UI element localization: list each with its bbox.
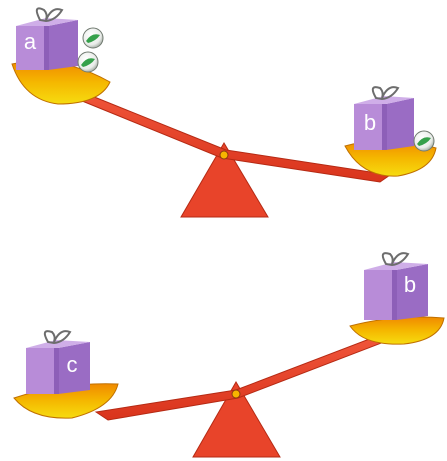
top-fulcrum [180,142,269,218]
marble [413,130,435,152]
bottom-fulcrum [192,381,281,458]
bottom-right-pan [349,316,445,345]
marble [77,51,99,73]
top-pivot [219,150,229,160]
bottom-pivot [231,389,241,399]
marble [82,27,104,49]
bottom-scale: c b [13,252,445,458]
box-label-a: a [24,29,37,54]
gift-box-b: b [364,252,428,320]
box-label-c: c [67,352,78,377]
box-label-b: b [364,110,376,135]
gift-box-b: b [354,86,414,150]
gift-box-c: c [26,330,90,394]
top-scale: a b [11,7,437,218]
box-label-b-bottom: b [404,272,416,297]
gift-box-a: a [16,7,78,70]
